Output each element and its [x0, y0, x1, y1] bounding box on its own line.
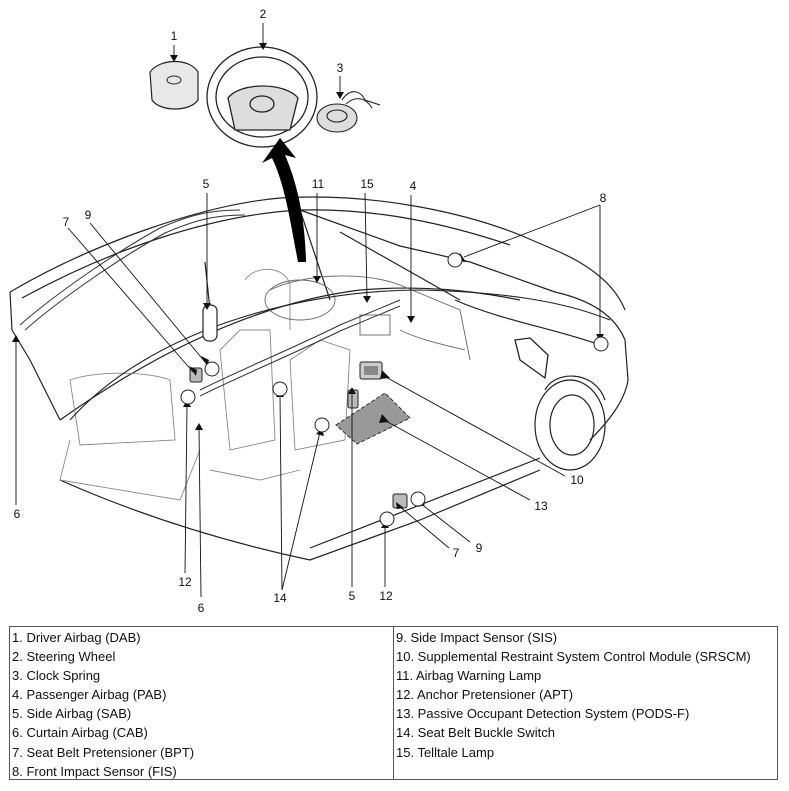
callout-7b: 7: [453, 546, 460, 560]
legend-item: 3. Clock Spring: [12, 668, 101, 684]
pods-mat: [335, 392, 411, 445]
sensor-markers: [180, 252, 609, 527]
legend-item: 13. Passive Occupant Detection System (P…: [396, 706, 690, 722]
callout-6a: 6: [14, 507, 21, 521]
legend-item: 12. Anchor Pretensioner (APT): [396, 687, 574, 703]
legend-item: 14. Seat Belt Buckle Switch: [396, 725, 555, 741]
legend-item: 4. Passenger Airbag (PAB): [12, 687, 167, 703]
airbag-system-diagram: 1 2 3 4 5 5 6 6 7 7 8 9 9 10 11 12 12 13…: [9, 7, 629, 615]
callout-9a: 9: [85, 208, 92, 222]
callout-13: 13: [534, 499, 548, 513]
callout-12b: 12: [379, 589, 393, 603]
legend-item: 8. Front Impact Sensor (FIS): [12, 763, 177, 779]
callout-14: 14: [273, 591, 287, 605]
callout-11: 11: [312, 177, 325, 191]
callout-9b: 9: [476, 541, 483, 555]
clock-spring-icon: [316, 91, 381, 133]
legend-item: 9. Side Impact Sensor (SIS): [396, 630, 558, 645]
callout-7a: 7: [63, 215, 70, 229]
dashboard: [264, 275, 471, 361]
steering-wheel-icon: [206, 46, 318, 148]
callout-1: 1: [171, 29, 178, 43]
big-curved-arrow: [262, 138, 306, 262]
legend-item: 6. Curtain Airbag (CAB): [12, 725, 148, 741]
driver-airbag-icon: [149, 60, 199, 110]
callout-3: 3: [337, 61, 344, 75]
component-legend-table: 1. Driver Airbag (DAB) 2. Steering Wheel…: [9, 626, 778, 780]
legend-item: 15. Telltale Lamp: [396, 744, 495, 760]
callout-5a: 5: [203, 177, 210, 191]
callout-5b: 5: [349, 589, 356, 603]
seat-belt-pretensioner-icon: [189, 367, 408, 509]
legend-item: 5. Side Airbag (SAB): [12, 706, 132, 722]
callout-4: 4: [410, 179, 417, 193]
reference-arc: [69, 289, 611, 421]
side-mirror: [514, 337, 549, 380]
front-wheel: [534, 375, 606, 471]
curtain-airbag-strip: [19, 209, 401, 397]
legend-column-left: 1. Driver Airbag (DAB) 2. Steering Wheel…: [10, 627, 393, 779]
side-airbag-icon: [202, 304, 218, 342]
callout-8: 8: [600, 191, 607, 205]
legend-column-right: 9. Side Impact Sensor (SIS) 10. Suppleme…: [393, 627, 777, 779]
legend-item: 7. Seat Belt Pretensioner (BPT): [12, 744, 195, 760]
leader-arrowheads: [12, 43, 604, 528]
leader-lines: [15, 23, 601, 598]
callout-2: 2: [260, 7, 267, 21]
srscm-module-icon: [359, 361, 383, 380]
legend-item: 1. Driver Airbag (DAB): [12, 630, 141, 645]
legend-item: 2. Steering Wheel: [12, 649, 116, 665]
callout-10: 10: [570, 473, 584, 487]
legend-item: 11. Airbag Warning Lamp: [396, 668, 542, 684]
callout-6b: 6: [198, 601, 205, 615]
callout-12a: 12: [178, 575, 192, 589]
legend-item: 10. Supplemental Restraint System Contro…: [396, 649, 751, 665]
callout-15: 15: [360, 177, 374, 191]
